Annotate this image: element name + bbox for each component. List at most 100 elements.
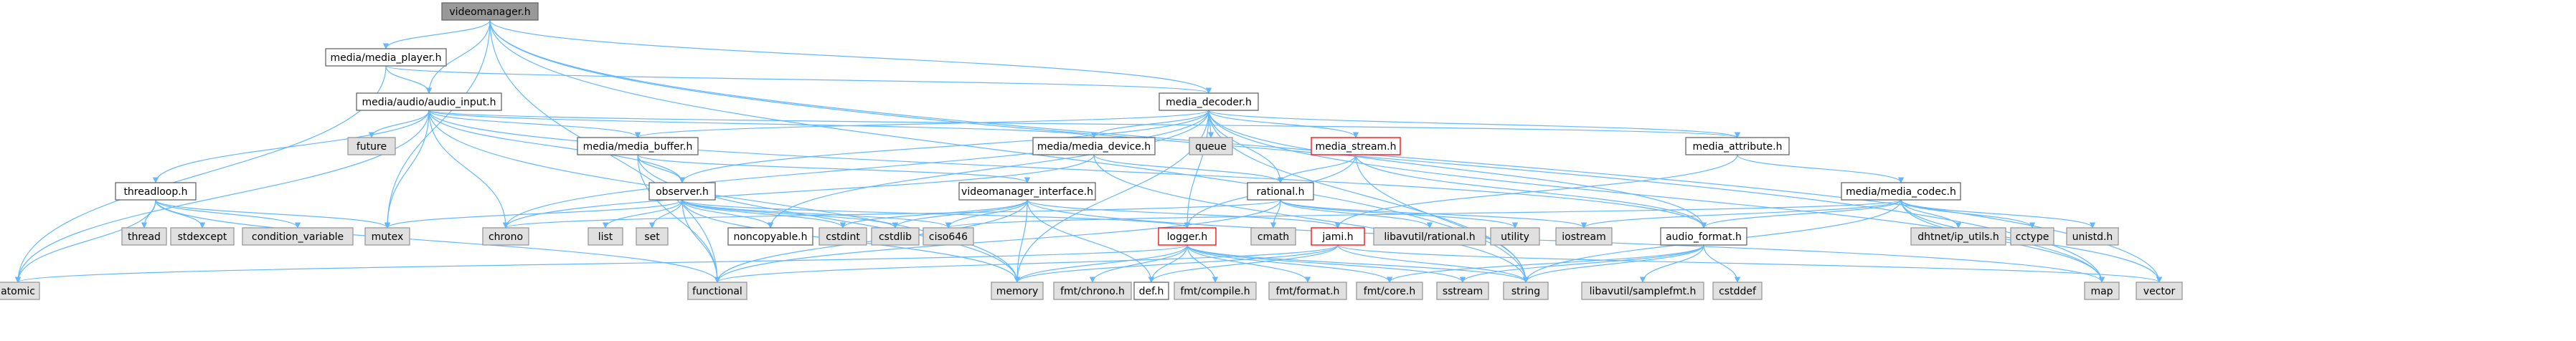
node-fmt_compile-box	[1174, 282, 1257, 300]
edge-observer-to-noncopyable	[681, 199, 774, 229]
node-fmt_core-label: fmt/core.h	[1364, 286, 1415, 297]
node-cstdlib-box	[871, 227, 920, 246]
node-audio_input[interactable]: media/audio/audio_input.h	[356, 92, 502, 111]
node-media_buffer-box	[577, 137, 699, 155]
node-fmt_chrono: fmt/chrono.h	[1053, 282, 1132, 300]
edge-media_codec-to-ciso646	[945, 199, 1902, 229]
node-audio_format[interactable]: audio_format.h	[1660, 227, 1747, 246]
node-media_stream[interactable]: media_stream.h	[1311, 137, 1401, 155]
node-condition_variable-label: condition_variable	[252, 231, 344, 243]
node-media_codec-box	[1841, 182, 1961, 201]
edge-logger-to-fmt_chrono	[1089, 244, 1188, 283]
node-dhtnet_ip_utils: dhtnet/ip_utils.h	[1910, 227, 2006, 246]
edge-observer-to-set	[648, 199, 683, 229]
node-def-label: def.h	[1139, 286, 1164, 297]
edge-jami-to-string	[1337, 244, 1529, 283]
node-layer: videomanager.h media/media_player.h media/…	[0, 2, 2183, 300]
node-observer-box	[648, 182, 716, 201]
node-fmt_chrono-label: fmt/chrono.h	[1060, 286, 1125, 297]
node-fmt_format: fmt/format.h	[1268, 282, 1347, 300]
node-atomic-box	[0, 282, 40, 300]
node-media_codec[interactable]: media/media_codec.h	[1841, 182, 1961, 201]
edge-media_decoder-to-media_device	[1090, 110, 1209, 138]
edge-audio_input-to-media_attribute	[428, 110, 1740, 138]
node-media_attribute[interactable]: media_attribute.h	[1685, 137, 1790, 155]
node-string-label: string	[1511, 286, 1540, 297]
edge-media_stream-to-string	[1355, 154, 1529, 283]
node-media_codec-label: media/media_codec.h	[1846, 186, 1956, 198]
node-noncopyable[interactable]: noncopyable.h	[727, 227, 813, 246]
edge-layer	[14, 19, 2163, 283]
edge-vm_interface-to-jami	[1027, 199, 1341, 229]
node-future-label: future	[357, 141, 387, 153]
edge-media_buffer-to-memory	[637, 154, 1021, 283]
edge-audio_input-to-future	[368, 110, 430, 138]
edge-videomanager-to-media_player	[382, 19, 491, 49]
edge-media_decoder-to-logger	[1184, 110, 1209, 229]
node-videomanager-box	[441, 2, 539, 21]
node-vm_interface-label: videomanager_interface.h	[961, 186, 1093, 198]
edge-logger-to-atomic	[15, 244, 1188, 283]
node-vm_interface-box	[958, 182, 1096, 201]
node-threadloop-label: threadloop.h	[123, 186, 187, 198]
node-mutex-box	[364, 227, 410, 246]
edge-threadloop-to-functional	[155, 199, 721, 283]
node-future: future	[347, 137, 396, 155]
node-observer[interactable]: observer.h	[648, 182, 716, 201]
edge-logger-to-fmt_core	[1186, 244, 1393, 283]
node-cctype-box	[2010, 227, 2054, 246]
edge-media_buffer-to-observer	[637, 154, 686, 183]
edge-logger-to-sstream	[1186, 244, 1466, 283]
edge-videomanager-to-audio_input	[425, 19, 491, 94]
edge-media_device-to-string	[1093, 154, 1529, 283]
node-media_decoder[interactable]: media_decoder.h	[1159, 92, 1259, 111]
node-queue-label: queue	[1195, 141, 1227, 153]
node-jami[interactable]: jami.h	[1311, 227, 1365, 246]
edge-media_player-to-audio_input	[385, 65, 433, 94]
edge-media_decoder-to-map	[1208, 110, 2105, 283]
edge-observer-to-ciso646	[681, 199, 952, 229]
node-def[interactable]: def.h	[1133, 282, 1169, 300]
node-rational[interactable]: rational.h	[1247, 182, 1314, 201]
node-cmath: cmath	[1250, 227, 1296, 246]
node-cstddef: cstddef	[1712, 282, 1763, 300]
node-atomic-label: atomic	[1, 286, 35, 297]
node-functional: functional	[687, 282, 747, 300]
edge-media_decoder-to-observer	[679, 110, 1209, 183]
node-queue: queue	[1189, 137, 1233, 155]
edge-media_decoder-to-chrono	[502, 110, 1209, 229]
node-libavutil_rational-box	[1373, 227, 1486, 246]
node-set-box	[636, 227, 669, 246]
node-sstream-label: sstream	[1443, 286, 1483, 297]
node-fmt_format-box	[1268, 282, 1347, 300]
node-videomanager[interactable]: videomanager.h	[441, 2, 539, 21]
edge-media_decoder-to-rational	[1208, 110, 1284, 183]
edge-media_decoder-to-noncopyable	[767, 110, 1209, 229]
edge-media_decoder-to-media_attribute	[1208, 110, 1740, 138]
node-vm_interface[interactable]: videomanager_interface.h	[958, 182, 1096, 201]
node-rational-box	[1247, 182, 1314, 201]
edge-observer-to-list	[602, 199, 683, 229]
node-fmt_compile-label: fmt/compile.h	[1180, 286, 1250, 297]
node-list-label: list	[598, 231, 613, 243]
node-audio_format-box	[1660, 227, 1747, 246]
node-media_player[interactable]: media/media_player.h	[325, 48, 447, 67]
node-logger[interactable]: logger.h	[1158, 227, 1217, 246]
node-logger-box	[1158, 227, 1217, 246]
node-media_attribute-label: media_attribute.h	[1693, 141, 1783, 153]
node-media_device[interactable]: media/media_device.h	[1032, 137, 1156, 155]
edge-audio_input-to-atomic	[14, 110, 430, 283]
edge-audio_input-to-threadloop	[152, 110, 430, 183]
edge-audio_input-to-mutex	[384, 110, 430, 229]
node-threadloop[interactable]: threadloop.h	[115, 182, 197, 201]
edge-media_codec-to-iostream	[1580, 199, 1902, 229]
node-thread-box	[121, 227, 167, 246]
node-vector: vector	[2136, 282, 2183, 300]
node-memory-label: memory	[996, 286, 1039, 297]
node-iostream-label: iostream	[1562, 231, 1606, 243]
edge-media_codec-to-audio_format	[1700, 199, 1902, 229]
edge-media_decoder-to-audio_format	[1208, 110, 1707, 229]
node-media_buffer[interactable]: media/media_buffer.h	[577, 137, 699, 155]
edge-audio_format-to-libavutil_samplefmt	[1639, 244, 1704, 283]
